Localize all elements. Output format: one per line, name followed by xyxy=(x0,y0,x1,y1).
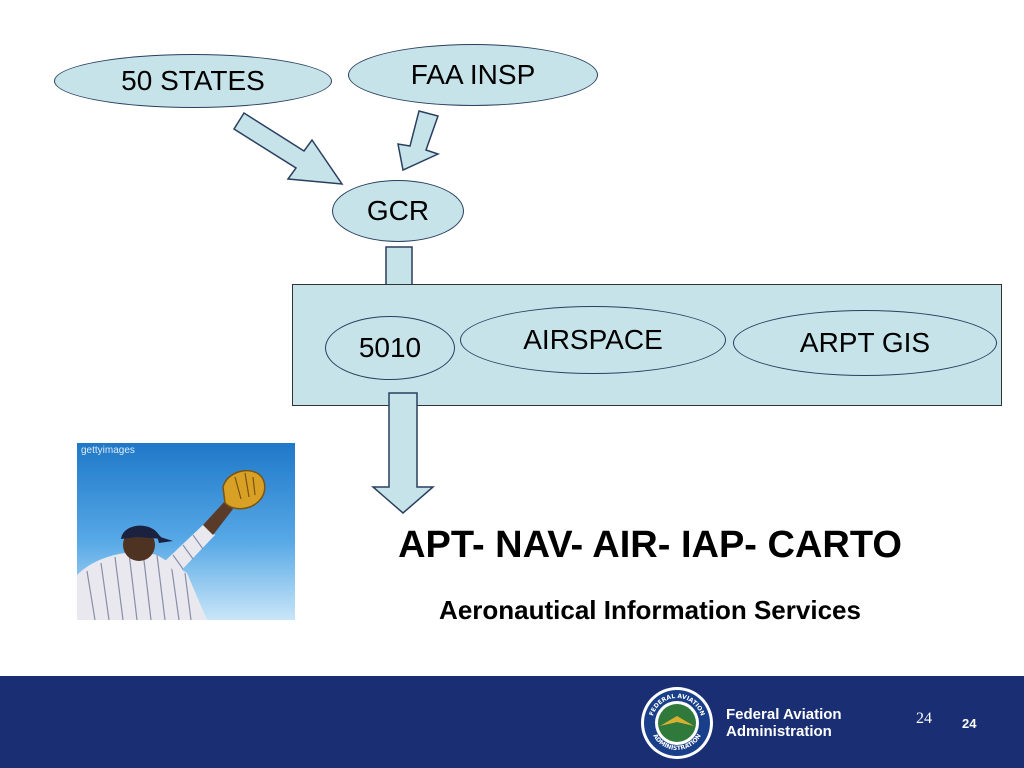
arrow-states-to-gcr xyxy=(232,111,344,185)
photo-watermark: gettyimages xyxy=(81,445,135,456)
node-arpt-gis: ARPT GIS xyxy=(733,310,997,376)
faa-seal-icon: FEDERAL AVIATION ADMINISTRATION xyxy=(641,687,713,759)
node-label: 50 STATES xyxy=(121,65,265,96)
arrow-faainsp-to-gcr xyxy=(397,110,441,172)
agency-name: Federal Aviation Administration xyxy=(726,706,842,740)
node-label: 5010 xyxy=(358,332,422,363)
baseball-player-photo: gettyimages xyxy=(77,443,295,620)
node-label: GCR xyxy=(366,195,430,226)
footer-bar xyxy=(0,676,1024,768)
node-50-states: 50 STATES xyxy=(54,54,332,108)
page-number-bold: 24 xyxy=(962,716,977,731)
node-label: FAA INSP xyxy=(410,59,536,90)
page-number-serif: 24 xyxy=(916,710,932,727)
node-airspace: AIRSPACE xyxy=(460,306,726,374)
node-gcr: GCR xyxy=(332,180,464,242)
node-label: AIRSPACE xyxy=(523,324,663,355)
headline: APT- NAV- AIR- IAP- CARTO xyxy=(398,524,902,566)
node-label: ARPT GIS xyxy=(799,327,931,358)
node-faa-insp: FAA INSP xyxy=(348,44,598,106)
arrow-5010-to-headline xyxy=(370,392,436,514)
photo-illustration xyxy=(77,443,295,620)
agency-line-2: Administration xyxy=(726,723,832,740)
node-5010: 5010 xyxy=(325,316,455,380)
agency-line-1: Federal Aviation xyxy=(726,706,842,723)
subheadline: Aeronautical Information Services xyxy=(439,595,861,625)
